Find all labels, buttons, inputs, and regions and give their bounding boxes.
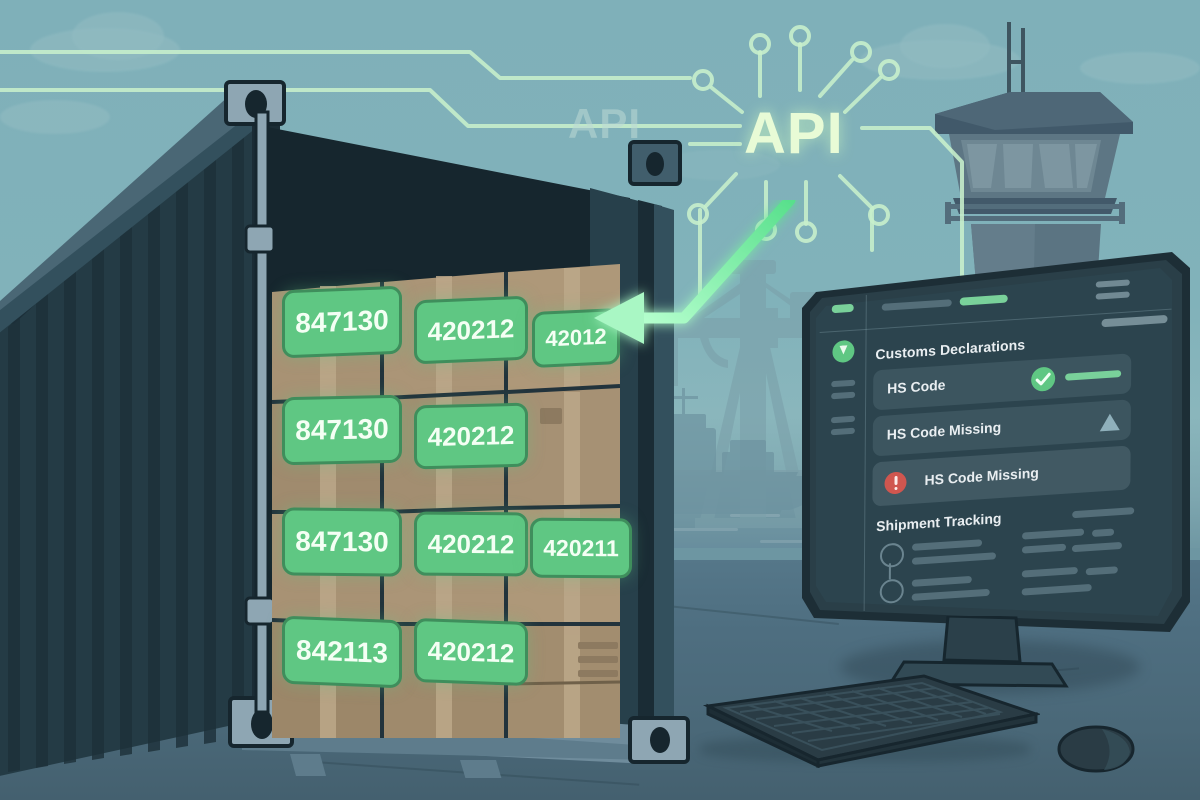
alert-circle-icon — [884, 471, 907, 495]
topbar-tab-active[interactable] — [959, 294, 1008, 306]
row-hs-code-missing-warning[interactable]: HS Code Missing — [872, 399, 1131, 457]
tracking-line — [1085, 566, 1118, 576]
hs-label: 420212 — [414, 618, 528, 686]
screen-sidebar — [818, 295, 866, 614]
topbar-tab-inactive[interactable] — [881, 299, 952, 311]
hs-label: 420211 — [530, 517, 632, 579]
tracking-line — [1021, 583, 1092, 596]
missing-label-arrow — [594, 200, 796, 344]
check-circle-icon — [1031, 366, 1056, 392]
panel-header-bar — [1101, 314, 1168, 328]
cloud-3 — [0, 100, 110, 134]
menu-line-2[interactable] — [1095, 291, 1130, 300]
hs-label: 847130 — [282, 285, 402, 359]
row-hs-code[interactable]: HS Code — [873, 353, 1132, 411]
tracking-line — [911, 588, 990, 601]
warning-triangle-icon — [1099, 413, 1120, 432]
hs-label: 420212 — [414, 295, 528, 365]
api-main-text: API — [744, 101, 844, 166]
api-ghost-text: API — [568, 100, 642, 147]
tracking-line — [912, 539, 983, 551]
tracking-connector — [888, 563, 891, 580]
tracking-line — [911, 575, 972, 587]
keyboard[interactable] — [700, 672, 1042, 769]
monitor-stand — [887, 616, 1069, 688]
tracking-node-2[interactable] — [879, 578, 904, 605]
hs-label: 842113 — [282, 615, 402, 689]
sidebar-logo[interactable] — [831, 303, 854, 314]
tracking-line — [1021, 543, 1066, 554]
tracking-line — [1021, 566, 1078, 578]
mouse[interactable] — [1056, 722, 1135, 773]
row-hs-code-status-bar — [1065, 369, 1122, 381]
sidebar-item-2[interactable] — [831, 391, 856, 400]
tracking-line — [1092, 528, 1115, 537]
cloud-5 — [900, 24, 990, 68]
row-hs-code-label: HS Code — [887, 376, 946, 397]
row-hs-code-missing-error[interactable]: HS Code Missing — [872, 445, 1131, 507]
hs-label: 420212 — [414, 511, 528, 577]
screen-main-panel: Customs Declarations HS Code HS Code Mis… — [872, 314, 1172, 615]
monitor-screen: Customs Declarations HS Code HS Code Mis… — [818, 251, 1172, 615]
hs-label: 847130 — [282, 394, 402, 466]
sidebar-item-1[interactable] — [831, 379, 856, 388]
tracking-line — [911, 552, 996, 565]
menu-line-1[interactable] — [1095, 279, 1130, 288]
tracking-line — [1071, 541, 1122, 553]
tracking-node-1[interactable] — [879, 542, 905, 569]
row-warning-label: HS Code Missing — [886, 418, 1002, 443]
section-title-customs: Customs Declarations — [875, 336, 1026, 363]
tracking-header-bar — [1072, 507, 1135, 519]
hs-label: 420212 — [414, 402, 528, 470]
section-title-tracking: Shipment Tracking — [876, 509, 1002, 535]
hs-label: 847130 — [282, 507, 402, 577]
shipping-container: 847130 420212 42012 847130 420212 847130… — [0, 78, 690, 780]
tracking-line — [1022, 528, 1085, 540]
row-error-label: HS Code Missing — [924, 464, 1039, 489]
sidebar-active-dot[interactable] — [832, 339, 855, 364]
api-circuit-graphic — [0, 25, 964, 302]
sidebar-item-3[interactable] — [830, 415, 855, 424]
cloud-6 — [1080, 52, 1200, 84]
sidebar-item-4[interactable] — [830, 427, 855, 436]
desktop-monitor: Customs Declarations HS Code HS Code Mis… — [800, 250, 1190, 688]
